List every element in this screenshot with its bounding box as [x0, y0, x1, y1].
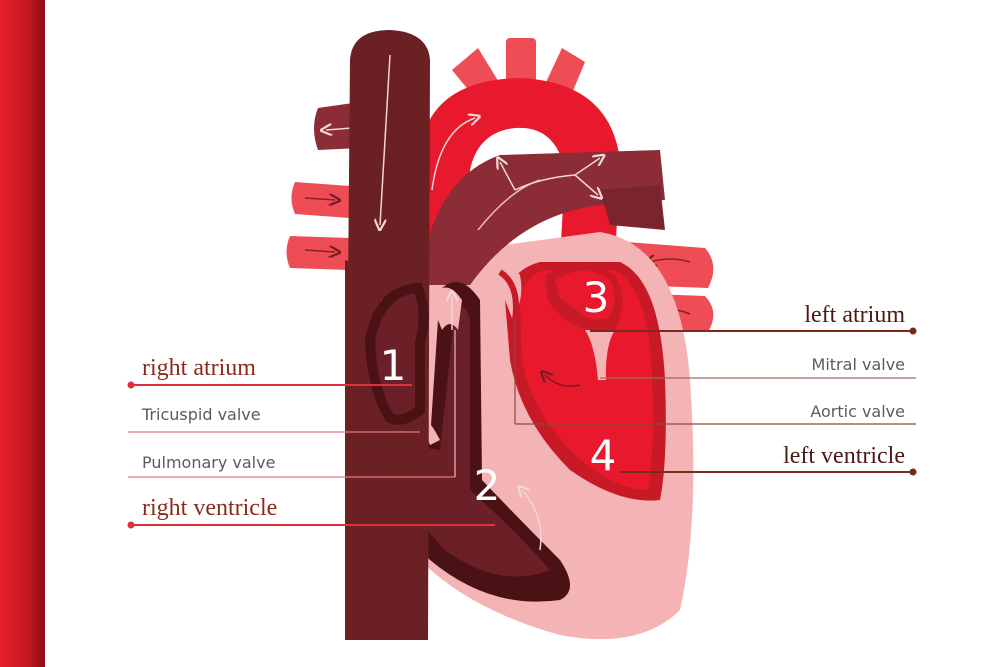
chamber-number-2: 2: [474, 461, 501, 510]
left-pulmonary-veins: [286, 182, 350, 270]
label-text: Pulmonary valve: [142, 453, 275, 472]
label-text: left ventricle: [783, 443, 905, 469]
pulmonary-artery: [420, 150, 665, 285]
mitral-valve: [585, 330, 615, 380]
label-text: Aortic valve: [810, 402, 905, 421]
label-mitral-valve: Mitral valve: [600, 355, 916, 379]
chamber-number-3: 3: [583, 273, 610, 322]
brachiocephalic-vein: [314, 102, 360, 150]
label-text: Mitral valve: [812, 355, 905, 374]
label-text: right atrium: [142, 355, 256, 381]
chamber-number-1: 1: [380, 341, 407, 390]
label-right-ventricle: right ventricle: [127, 495, 495, 529]
label-text: right ventricle: [142, 495, 277, 521]
label-text: left atrium: [804, 302, 905, 328]
label-tricuspid-valve: Tricuspid valve: [128, 405, 420, 433]
label-left-atrium: left atrium: [590, 302, 917, 335]
label-right-atrium: right atrium: [127, 355, 412, 389]
pointer-dot: [909, 468, 917, 476]
accent-sidebar-bar: [0, 0, 45, 667]
label-text: Tricuspid valve: [141, 405, 261, 424]
pointer-dot: [909, 327, 917, 335]
pointer-dot: [127, 381, 135, 389]
chamber-number-4: 4: [590, 431, 617, 480]
pointer-dot: [127, 521, 135, 529]
label-aortic-valve: Aortic valve: [514, 320, 916, 425]
label-left-ventricle: left ventricle: [620, 443, 917, 476]
label-pulmonary-valve: Pulmonary valve: [128, 330, 456, 478]
